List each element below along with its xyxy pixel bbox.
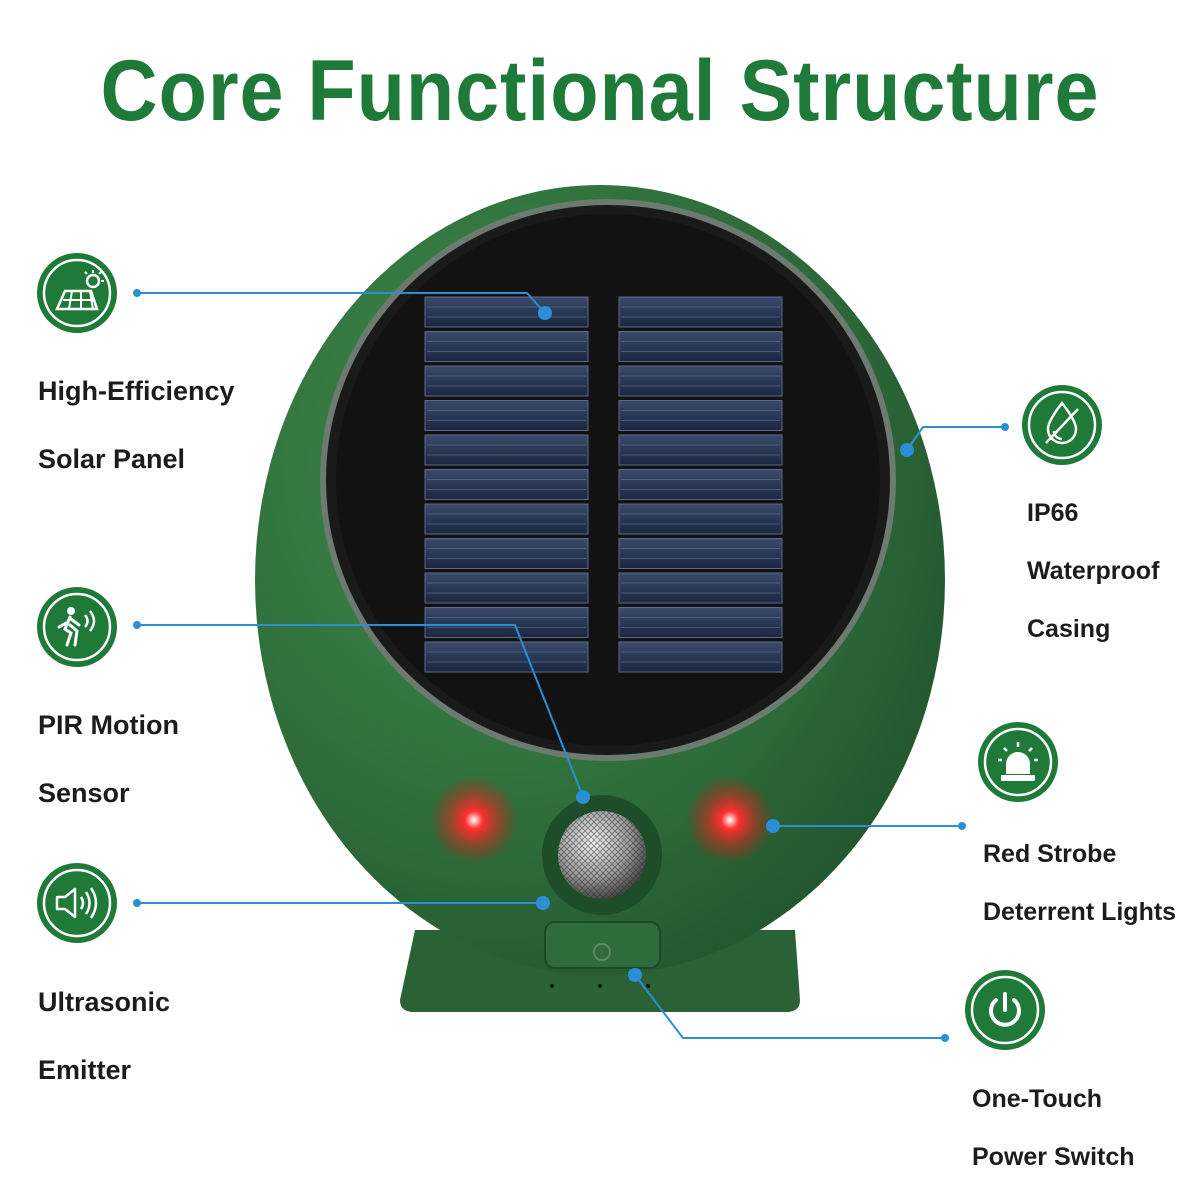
solar-cell xyxy=(424,469,589,500)
strobe-light-left xyxy=(430,776,518,864)
feature-line: IP66 xyxy=(1027,499,1079,527)
leader-ip66 xyxy=(906,426,1005,451)
leader-dots xyxy=(133,289,1009,1042)
leader-dot xyxy=(576,790,590,804)
feature-line: Red Strobe xyxy=(983,840,1117,868)
feature-label-power: One-Touch Power Switch xyxy=(972,1056,1135,1201)
solar-cell xyxy=(618,572,783,604)
device-body xyxy=(255,185,945,1012)
page-title: Core Functional Structure xyxy=(100,43,1100,139)
solar-cell xyxy=(618,331,783,362)
power-icon xyxy=(965,970,1045,1050)
solar-cell xyxy=(424,641,589,673)
vent-hole xyxy=(598,984,602,988)
solar-cell xyxy=(424,434,589,466)
leader-solar xyxy=(137,292,546,314)
water-drop-icon xyxy=(1022,385,1102,465)
leader-dot xyxy=(958,822,966,830)
leader-dot xyxy=(133,899,141,907)
feature-line: PIR Motion xyxy=(38,710,179,740)
strobe-light-right xyxy=(686,776,774,864)
feature-line: Sensor xyxy=(38,778,130,808)
strobe-light-icon xyxy=(978,722,1058,802)
solar-cell xyxy=(618,503,783,535)
feature-line: Ultrasonic xyxy=(38,987,171,1017)
solar-cell xyxy=(424,400,589,431)
leader-dot xyxy=(900,443,914,457)
feature-label-pir: PIR Motion Sensor xyxy=(38,674,179,844)
feature-label-ip66: IP66 Waterproof Casing xyxy=(1027,470,1159,673)
power-button-symbol xyxy=(593,943,611,961)
motion-sensor-icon xyxy=(37,587,117,667)
feature-line: One-Touch xyxy=(972,1085,1103,1113)
solar-cells xyxy=(424,296,783,673)
feature-line: High-Efficiency xyxy=(38,376,235,406)
leader-dot xyxy=(628,968,642,982)
leader-dot xyxy=(1001,423,1009,431)
feature-line: Waterproof xyxy=(1027,557,1160,585)
leader-dot xyxy=(536,896,550,910)
leader-dot xyxy=(941,1034,949,1042)
feature-line: Solar Panel xyxy=(38,444,186,474)
feature-line: Casing xyxy=(1027,615,1111,643)
feature-line: Deterrent Lights xyxy=(983,898,1177,926)
solar-cell xyxy=(618,469,783,500)
solar-cell xyxy=(618,538,783,569)
leader-lines xyxy=(137,292,1005,1039)
solar-cell xyxy=(618,434,783,466)
feature-label-solar: High-Efficiency Solar Panel xyxy=(38,340,235,510)
solar-cell xyxy=(618,365,783,397)
vent-hole xyxy=(550,984,554,988)
feature-label-ultra: Ultrasonic Emitter xyxy=(38,951,170,1121)
vent-hole xyxy=(646,984,650,988)
solar-cell xyxy=(424,503,589,535)
solar-cell xyxy=(424,331,589,362)
leader-dot xyxy=(133,289,141,297)
solar-cell xyxy=(618,607,783,638)
solar-cell xyxy=(424,365,589,397)
solar-cell xyxy=(618,400,783,431)
feature-line: Emitter xyxy=(38,1055,132,1085)
leader-dot xyxy=(766,819,780,833)
solar-cell xyxy=(424,538,589,569)
solar-cell xyxy=(424,572,589,604)
feature-line: Power Switch xyxy=(972,1143,1135,1171)
solar-cell xyxy=(618,641,783,673)
feature-label-strobe: Red Strobe Deterrent Lights xyxy=(983,811,1176,956)
speaker-icon xyxy=(37,863,117,943)
solar-cell xyxy=(618,296,783,328)
solar-cell xyxy=(424,607,589,638)
leader-power xyxy=(634,974,945,1039)
leader-dot xyxy=(538,306,552,320)
solar-panel-icon xyxy=(37,253,117,333)
leader-dot xyxy=(133,621,141,629)
pir-sensor-mesh xyxy=(558,811,646,899)
leader-pir xyxy=(137,624,584,798)
solar-cell xyxy=(424,296,589,328)
